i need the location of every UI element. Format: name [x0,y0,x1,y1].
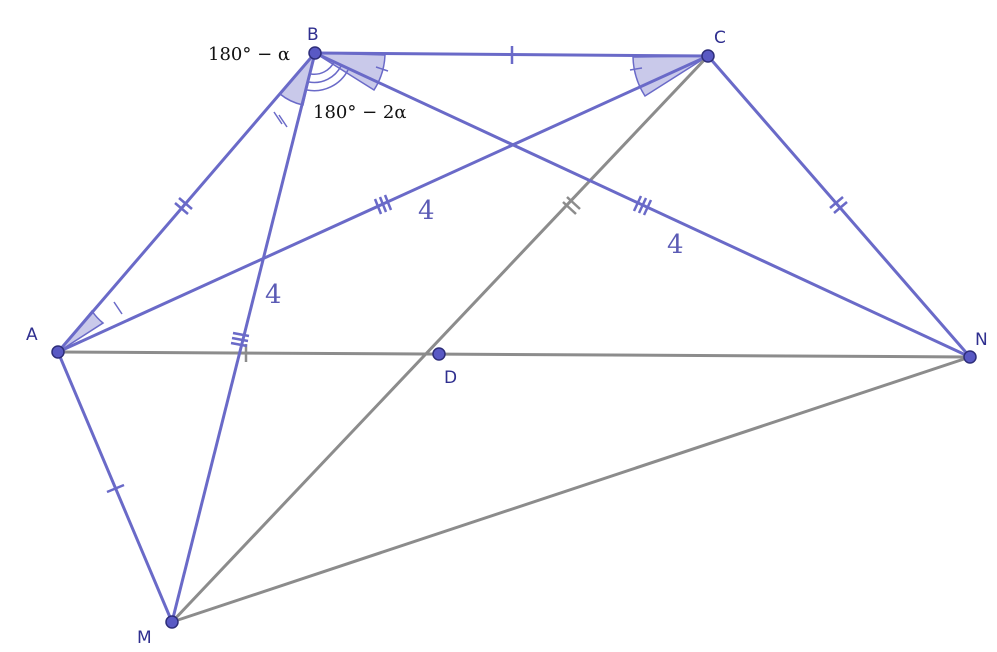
tick-AM [106,483,125,494]
angle-MBN-arc-2 [308,65,342,84]
segment-CM [170,54,710,624]
length-label-AC: 4 [418,196,435,226]
points [51,46,977,629]
label-B: B [307,25,319,45]
angle-labels: 180° − α 180° − 2α [208,44,407,123]
segment-AM [56,351,174,623]
tick-AB-1 [174,202,189,215]
segment-tick-marks [106,46,848,494]
label-D: D [444,368,457,388]
tick-CN-2 [833,201,848,214]
angle-tick [273,111,283,125]
gray-segments [57,54,971,624]
label-C: C [714,28,726,48]
blue-segments [56,51,972,623]
segment-AN [57,350,971,359]
tick-AC-3 [383,194,393,211]
segment-CN [706,55,972,358]
tick-BM-1 [232,331,250,338]
tick-BM-2 [231,336,249,343]
angle-tick [629,67,643,71]
angle-tick [113,301,123,315]
label-M: M [137,628,152,648]
point-A[interactable] [51,345,65,359]
tick-AC-1 [373,198,383,215]
angle-tick [278,114,288,128]
point-B[interactable] [308,46,322,60]
angle-MBN-arc-1 [310,61,335,75]
length-label-BM: 4 [265,280,282,310]
tick-AB-2 [178,197,193,210]
segment-AB [56,52,317,353]
angle-label-MBN: 180° − 2α [313,102,407,123]
angle-MBN-arc-3 [306,69,349,92]
angle-tick [375,66,389,72]
label-A: A [26,325,38,345]
tick-BN-2 [637,197,648,214]
label-N: N [975,330,988,350]
segment-BM [170,52,317,623]
tick-CD-2 [566,196,581,210]
point-M[interactable] [165,615,179,629]
length-label-BN: 4 [667,230,684,260]
tick-BM-3 [230,341,248,348]
point-D[interactable] [432,347,446,361]
segment-MN [171,355,971,624]
point-labels: A B C D M N [26,25,988,648]
angle-label-ABC: 180° − α [208,44,290,65]
tick-CD-1 [562,201,577,215]
point-C[interactable] [701,49,715,63]
length-labels: 4 4 4 [265,196,684,310]
tick-BN-3 [642,199,653,216]
point-N[interactable] [963,350,977,364]
tick-AC-2 [378,196,388,213]
tick-BN-1 [632,195,643,212]
tick-CN-1 [829,196,844,209]
